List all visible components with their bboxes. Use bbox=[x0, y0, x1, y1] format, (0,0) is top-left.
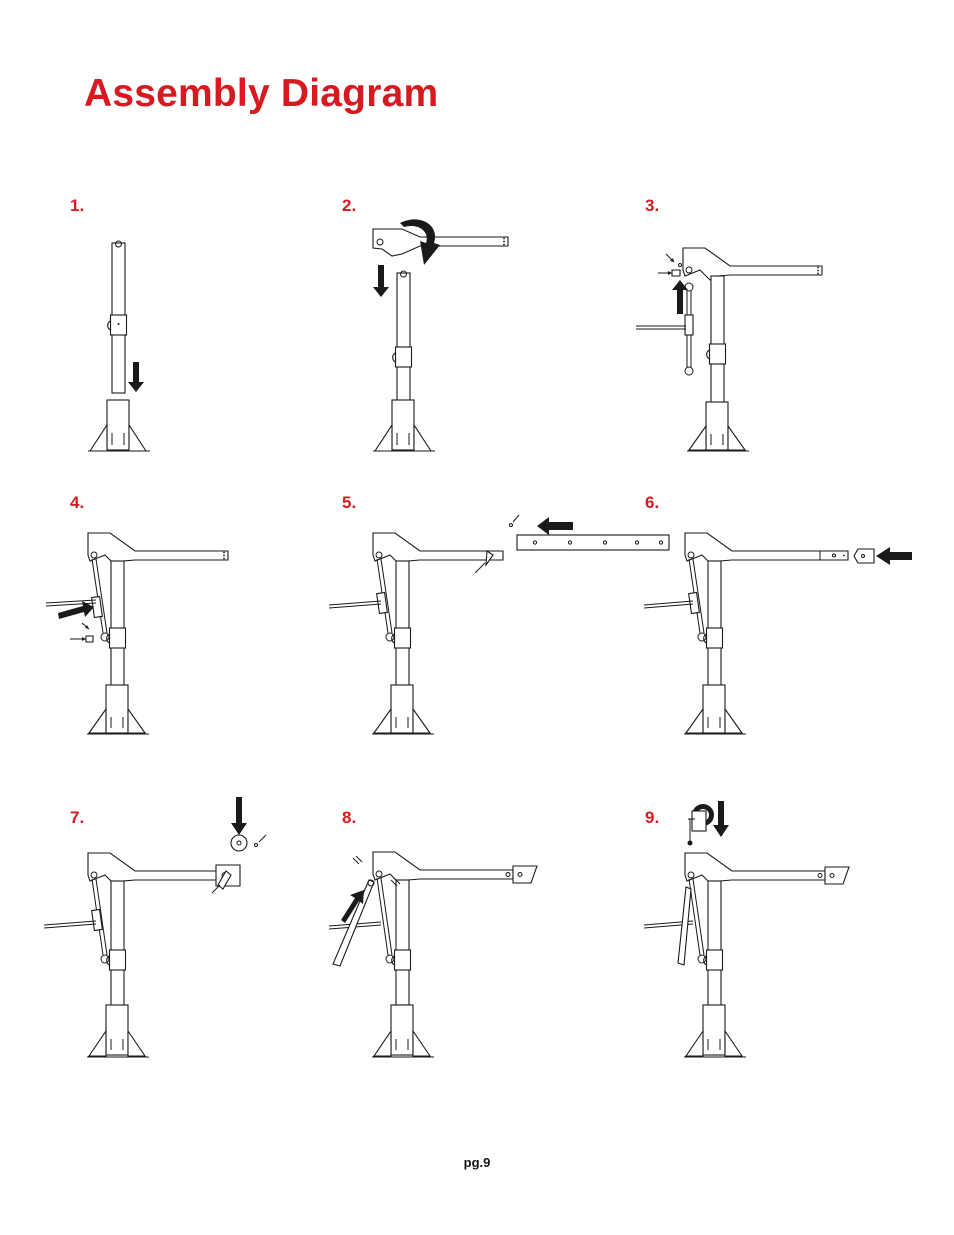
step-8-illustration bbox=[325, 840, 555, 1065]
step-number-1: 1. bbox=[70, 196, 84, 216]
page-title: Assembly Diagram bbox=[84, 72, 438, 116]
step-2-illustration bbox=[360, 215, 540, 455]
step-5-illustration bbox=[325, 505, 675, 740]
step-number-3: 3. bbox=[645, 196, 659, 216]
step-number-8: 8. bbox=[342, 808, 356, 828]
step-9-illustration bbox=[630, 795, 870, 1065]
step-7-illustration bbox=[40, 795, 280, 1065]
step-3-illustration bbox=[630, 240, 830, 455]
step-1-illustration bbox=[85, 235, 165, 455]
step-number-2: 2. bbox=[342, 196, 356, 216]
step-number-4: 4. bbox=[70, 493, 84, 513]
step-4-illustration bbox=[40, 525, 240, 740]
page-number: pg.9 bbox=[0, 1155, 954, 1170]
step-6-illustration bbox=[630, 525, 920, 740]
